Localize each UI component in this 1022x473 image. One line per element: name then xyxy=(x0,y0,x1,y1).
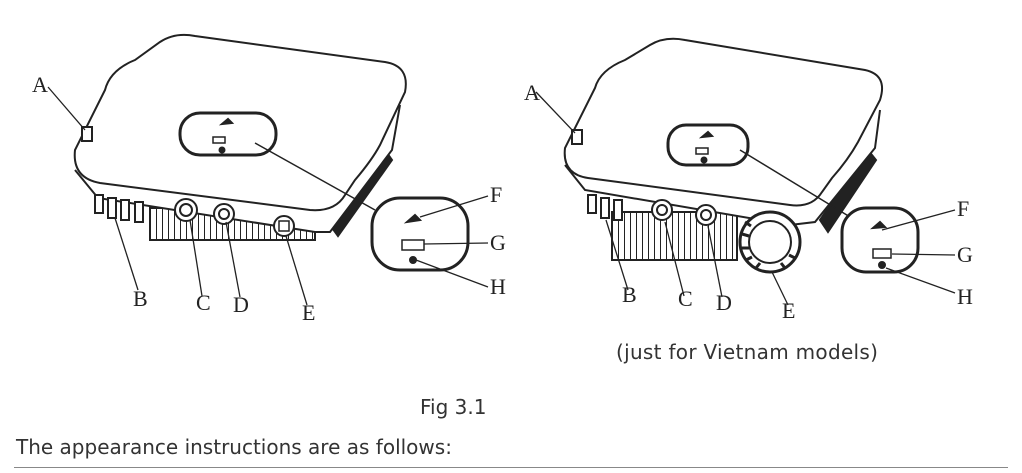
left-label-a: A xyxy=(32,72,48,97)
right-label-c: C xyxy=(678,286,693,311)
right-label-h: H xyxy=(957,284,973,309)
left-label-h: H xyxy=(490,274,506,299)
right-label-e: E xyxy=(782,298,795,323)
left-display-zoom xyxy=(254,142,470,272)
left-inverter-drawing xyxy=(73,33,407,241)
vietnam-models-note: (just for Vietnam models) xyxy=(616,340,879,364)
right-inverter-drawing xyxy=(563,37,884,274)
appearance-intro-text: The appearance instructions are as follo… xyxy=(16,435,452,459)
left-leader-lines xyxy=(47,86,489,306)
left-label-c: C xyxy=(196,290,211,315)
right-label-a: A xyxy=(524,80,540,105)
left-label-f: F xyxy=(490,182,502,207)
right-label-d: D xyxy=(716,290,732,315)
left-label-b: B xyxy=(133,286,148,311)
right-label-b: B xyxy=(622,282,637,307)
left-label-e: E xyxy=(302,300,315,325)
right-label-f: F xyxy=(957,196,969,221)
right-leader-lines xyxy=(535,91,956,306)
left-label-g: G xyxy=(490,230,506,255)
figure-caption: Fig 3.1 xyxy=(420,395,487,419)
section-divider xyxy=(14,467,1008,468)
left-label-d: D xyxy=(233,292,249,317)
right-display-zoom xyxy=(739,149,920,274)
right-label-g: G xyxy=(957,242,973,267)
